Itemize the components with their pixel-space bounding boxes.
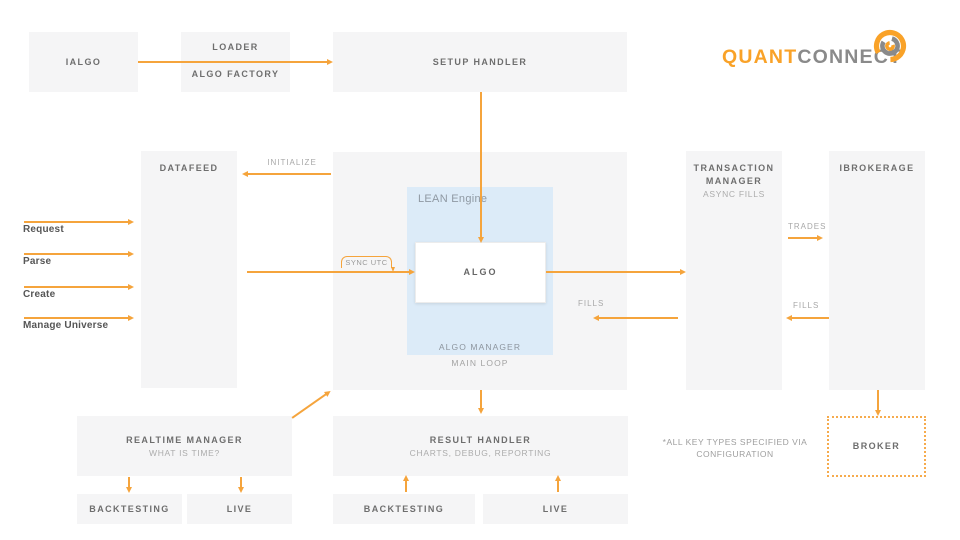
arrow-ibrokerage-to-broker	[877, 390, 879, 411]
arrow-realtime-to-live	[240, 477, 242, 488]
arrow-ialgo-to-setup	[138, 61, 328, 63]
lean-engine-label: LEAN Engine	[418, 193, 488, 205]
algo-manager-label: ALGO MANAGER	[438, 342, 522, 352]
live-center-label: LIVE	[542, 503, 569, 514]
arrow-realtime-to-backtesting	[128, 477, 130, 488]
transaction-manager-label-line1: TRANSACTION	[693, 163, 775, 173]
quantconnect-swirl-icon	[873, 29, 907, 63]
setup-handler-box: SETUP HANDLER	[333, 32, 627, 92]
arrow-backtesting-to-result	[405, 480, 407, 492]
async-fills-label: ASYNC FILLS	[702, 189, 766, 199]
note-line1: *ALL KEY TYPES SPECIFIED VIA	[662, 437, 808, 447]
datafeed-box: DATAFEED	[141, 151, 237, 388]
configuration-note: *ALL KEY TYPES SPECIFIED VIA CONFIGURATI…	[650, 436, 820, 460]
trades-label: TRADES	[788, 222, 827, 231]
main-loop-label: MAIN LOOP	[451, 358, 509, 368]
fills-center-label: FILLS	[578, 299, 605, 308]
result-handler-box: RESULT HANDLER CHARTS, DEBUG, REPORTING	[333, 416, 628, 476]
realtime-manager-label: REALTIME MANAGER	[126, 434, 243, 445]
live-left-box: LIVE	[187, 494, 292, 524]
fills-right-label: FILLS	[793, 301, 820, 310]
arrow-broker-fills	[791, 317, 829, 319]
ibrokerage-box: IBROKERAGE	[829, 151, 925, 390]
arrow-setup-to-algo	[480, 92, 482, 238]
ialgo-box: IALGO	[29, 32, 138, 92]
backtesting-center-label: BACKTESTING	[363, 503, 445, 514]
arrow-trades	[788, 237, 818, 239]
algo-label: ALGO	[463, 267, 498, 277]
manage-universe-label: Manage Universe	[23, 320, 109, 331]
transaction-manager-label-line2: MANAGER	[705, 176, 763, 186]
arrow-algo-to-transaction	[546, 271, 681, 273]
transaction-manager-box: TRANSACTION MANAGER ASYNC FILLS	[686, 151, 782, 390]
setup-handler-label: SETUP HANDLER	[432, 56, 528, 67]
realtime-manager-box: REALTIME MANAGER WHAT IS TIME?	[77, 416, 292, 476]
charts-debug-reporting-label: CHARTS, DEBUG, REPORTING	[409, 447, 552, 458]
ialgo-label: IALGO	[65, 56, 102, 67]
sync-utc-label: SYNC UTC	[345, 258, 388, 267]
backtesting-left-label: BACKTESTING	[89, 503, 170, 514]
result-handler-label: RESULT HANDLER	[429, 434, 532, 445]
algo-factory-label: ALGO FACTORY	[191, 69, 280, 79]
what-is-time-label: WHAT IS TIME?	[149, 447, 220, 458]
parse-label: Parse	[23, 256, 52, 267]
request-label: Request	[23, 224, 64, 235]
algo-box: ALGO	[415, 242, 546, 303]
loader-label: LOADER	[212, 42, 259, 52]
backtesting-left-box: BACKTESTING	[77, 494, 182, 524]
live-left-label: LIVE	[226, 503, 253, 514]
arrow-mainloop-to-result	[480, 390, 482, 409]
logo-quant-text: QUANT	[722, 46, 798, 68]
arrow-live-to-result	[557, 480, 559, 492]
arrow-manage-universe	[24, 317, 129, 319]
live-center-box: LIVE	[483, 494, 628, 524]
arrow-request	[24, 221, 129, 223]
arrow-parse	[24, 253, 129, 255]
ibrokerage-label: IBROKERAGE	[839, 163, 915, 173]
broker-label: BROKER	[852, 441, 901, 451]
initialize-label: INITIALIZE	[267, 158, 317, 167]
datafeed-label: DATAFEED	[159, 163, 219, 173]
arrow-realtime-to-mainloop	[291, 393, 327, 419]
arrow-transaction-fills	[598, 317, 678, 319]
arrow-initialize	[247, 173, 331, 175]
broker-box: BROKER	[827, 416, 926, 477]
note-line2: CONFIGURATION	[696, 449, 774, 459]
backtesting-center-box: BACKTESTING	[333, 494, 475, 524]
arrow-datafeed-to-algo	[247, 271, 410, 273]
arrow-create	[24, 286, 129, 288]
sync-utc-bracket: SYNC UTC	[341, 256, 395, 272]
create-label: Create	[23, 289, 56, 300]
